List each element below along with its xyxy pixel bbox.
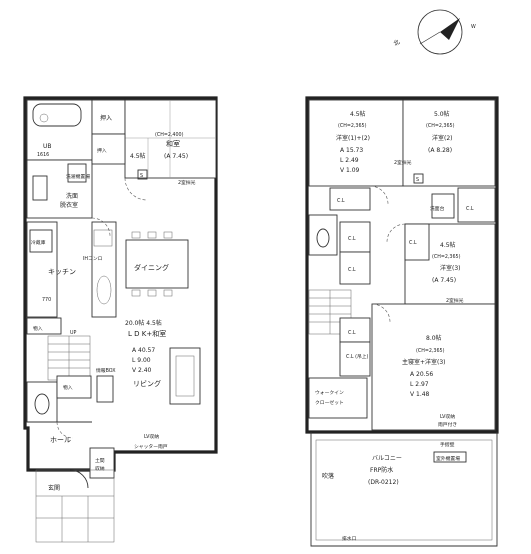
compass-mark-label: W xyxy=(471,24,476,30)
washroom-name: 洗面 xyxy=(66,192,78,200)
japanese-room-skylight: 2室採光 xyxy=(178,179,196,186)
ldk-line1: 20.0帖 4.5帖 xyxy=(125,319,162,327)
japanese-room-mats: 4.5帖 xyxy=(130,152,146,160)
room1-mats: 4.5帖 xyxy=(350,110,366,118)
japanese-room-area: (A 7.45) xyxy=(164,153,188,160)
compass: 北 W xyxy=(392,9,476,55)
lv-note-1: LV収納 xyxy=(440,413,455,420)
room1-v: V 1.09 xyxy=(340,167,360,174)
compass-north-label: 北 xyxy=(392,38,401,48)
storage-hall-label: 物入 xyxy=(33,325,43,332)
closet-6: C.L xyxy=(348,330,356,336)
lv-note-2: 雨戸付き xyxy=(438,421,457,428)
closet-4: C.L xyxy=(348,267,356,273)
room2-name: 洋室(2) xyxy=(432,134,453,142)
closet-3: C.L xyxy=(348,236,356,242)
stairs-upper xyxy=(308,289,352,335)
balcony-drop: 吹落 xyxy=(322,472,334,480)
wic-line2: クローゼット xyxy=(315,399,344,406)
room1-name: 洋室(1)+(2) xyxy=(336,134,370,142)
entrance-label: 玄関 xyxy=(48,484,60,492)
shoes-line2: 収納 xyxy=(95,465,105,472)
storage-upper-label: 押入 xyxy=(100,114,112,122)
master-name: 主寝室+洋室(3) xyxy=(402,358,446,366)
master-mats: 8.0帖 xyxy=(426,334,442,342)
hall-label: ホール xyxy=(50,436,71,444)
kitchen-width: 770 xyxy=(42,297,51,303)
room1-ceiling: (CH=2,365) xyxy=(338,123,367,129)
room1-area: A 15.73 xyxy=(340,147,363,154)
stairs xyxy=(47,335,91,381)
fridge-label: 冷蔵庫 xyxy=(31,239,46,246)
master-area: A 20.56 xyxy=(410,371,433,378)
room2-mats: 5.0帖 xyxy=(434,110,450,118)
room3-skylight: 2室採光 xyxy=(446,297,464,304)
ldk-l: L 9.00 xyxy=(132,357,151,364)
ldk-area: A 40.57 xyxy=(132,347,155,354)
storage-left-label: 押入 xyxy=(97,147,107,154)
closet-1: C.L xyxy=(337,198,345,204)
master-ceiling: (CH=2,365) xyxy=(416,348,445,354)
gutter-label: 排水口 xyxy=(342,535,357,542)
shoes-line1: 土間 xyxy=(95,457,105,464)
balcony-line3: (DR-0212) xyxy=(368,479,399,486)
tv-box-label: 情報BOX xyxy=(96,367,116,374)
bay-note-1: LV収納 xyxy=(144,433,159,440)
balcony-line2: FRP防水 xyxy=(370,466,393,474)
balcony-mark: 手摺壁 xyxy=(440,441,455,448)
ldk-line2: L D K+和室 xyxy=(128,329,166,338)
first-floor-plan: UB 1616 押入 (CH=2,400) 和室 4.5帖 (A 7.45) S… xyxy=(23,96,218,543)
room3-name: 洋室(3) xyxy=(440,264,461,272)
outlet-box: 室外機置場 xyxy=(436,455,460,462)
second-floor-plan: 4.5帖 (CH=2,365) 洋室(1)+(2) A 15.73 L 2.49… xyxy=(305,96,499,547)
washing-machine-tag: 洗濯機置場 xyxy=(66,173,90,180)
first-floor-s-mark: S xyxy=(140,173,143,179)
dining-label: ダイニング xyxy=(134,263,169,272)
wic-line1: ウォークイン xyxy=(315,389,344,396)
room2-skylight: 2室採光 xyxy=(394,159,412,166)
toilet-storage-label: 物入 xyxy=(63,384,73,391)
japanese-room-name: 和室 xyxy=(166,139,180,148)
closet-upper: C.L (吊上) xyxy=(346,353,369,360)
closet-5: C.L xyxy=(409,240,417,246)
balcony-line1: バルコニー xyxy=(372,455,402,462)
room2-ceiling: (CH=2,365) xyxy=(426,123,455,129)
washroom-sub: 脱衣室 xyxy=(60,201,78,209)
second-floor-s-mark: S xyxy=(416,177,419,183)
kitchen-label: キッチン xyxy=(48,268,76,276)
living-label: リビング xyxy=(133,379,161,388)
bath-name: UB xyxy=(43,143,52,150)
upstairs-label: UP xyxy=(70,330,77,336)
room3-mats: 4.5帖 xyxy=(440,241,456,249)
closet-2: C.L xyxy=(466,206,474,212)
ldk-v: V 2.40 xyxy=(132,367,152,374)
cooktop-label: IHコンロ xyxy=(83,256,103,262)
master-l: L 2.97 xyxy=(410,381,429,388)
room3-area: (A 7.45) xyxy=(432,277,456,284)
bay-note-2: シャッター雨戸 xyxy=(134,443,168,450)
bath-size: 1616 xyxy=(37,152,49,158)
japanese-room-ceiling: (CH=2,400) xyxy=(155,132,184,138)
room2-area: (A 8.28) xyxy=(428,147,452,154)
room1-l: L 2.49 xyxy=(340,157,359,164)
porch-tiles xyxy=(35,469,115,543)
wash-label: 洗面台 xyxy=(430,205,445,212)
master-v: V 1.48 xyxy=(410,391,430,398)
room3-ceiling: (CH=2,365) xyxy=(432,254,461,260)
